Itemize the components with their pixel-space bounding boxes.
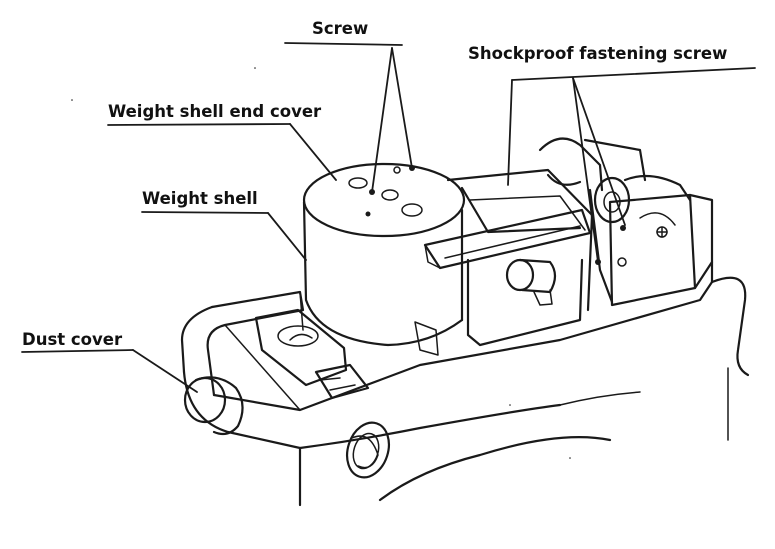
shockproof-screw-3	[595, 259, 601, 265]
lock-cylinder-body	[518, 258, 557, 294]
plate-screw-1-cross	[656, 226, 668, 238]
base-lower-front	[298, 403, 562, 450]
weight-frame	[414, 168, 594, 356]
end-cover-hole-1	[348, 177, 368, 189]
clamp-post	[588, 188, 614, 304]
label-dust-cover: Dust cover	[22, 330, 123, 349]
side-port	[346, 421, 390, 479]
clamp-curl	[546, 173, 582, 186]
speck	[254, 67, 256, 69]
label-screw: Screw	[312, 19, 368, 38]
base-inner-wall	[224, 324, 301, 411]
speck	[71, 99, 73, 101]
screw-head-1	[369, 189, 375, 195]
mount-plate-arc	[639, 212, 676, 226]
weight-shell-end-cover	[302, 162, 466, 238]
screw-head-2	[409, 165, 415, 171]
base-right-side	[710, 276, 750, 377]
leader-lines	[21, 42, 756, 393]
lever-arm-edge	[444, 225, 581, 259]
leader-screw-right	[391, 47, 413, 169]
weight-shell-body	[302, 200, 464, 347]
frame-foot-left	[414, 321, 439, 356]
clip-block-coil	[277, 325, 319, 347]
instrument-base	[180, 260, 750, 507]
base-left-post	[299, 291, 304, 331]
front-clip-block	[254, 308, 370, 400]
base-lower-right	[559, 391, 641, 406]
shockproof-mechanism	[538, 137, 714, 307]
clamp-top	[538, 137, 604, 192]
lever-arm-end	[424, 244, 441, 269]
end-cover-hole-2	[381, 189, 399, 201]
lock-cylinder-face	[505, 258, 535, 292]
leader-shockproof-left	[572, 77, 599, 263]
frame-foot-right	[533, 289, 553, 306]
shockproof-screw-1	[620, 225, 626, 231]
dust-cover-knob	[183, 376, 244, 436]
end-cover-hole-3	[401, 203, 423, 217]
base-left-outer	[180, 305, 214, 374]
leader-screw-underline	[284, 42, 403, 46]
lever-arm	[423, 208, 592, 270]
leader-end-cover-underline	[107, 123, 291, 126]
shockproof-screw-2	[617, 257, 627, 267]
side-port-coil	[351, 435, 379, 469]
clip-block-coil-inner	[289, 333, 313, 341]
label-weight-shell-end-cover: Weight shell end cover	[108, 102, 322, 121]
leader-weight-shell-pointer	[267, 212, 307, 261]
frame-rail	[469, 195, 586, 231]
clip-block-foot	[314, 363, 370, 400]
clip-block-body	[254, 308, 348, 387]
frame-top	[446, 168, 594, 312]
lever-arm-body	[423, 208, 592, 270]
base-lower-left	[182, 370, 302, 507]
leader-dust-cover-pointer	[132, 349, 198, 393]
speck	[569, 457, 571, 459]
label-weight-shell: Weight shell	[142, 189, 258, 208]
side-port-outer	[346, 421, 390, 479]
weight-shell	[302, 162, 466, 347]
clamp-bracket-top	[583, 138, 647, 182]
label-shockproof-fastening-screw: Shockproof fastening screw	[468, 44, 727, 63]
clamp-roller	[623, 174, 692, 202]
base-front-top-edge	[212, 280, 714, 412]
leader-weight-shell-underline	[141, 211, 269, 214]
leader-screw-left	[371, 47, 393, 193]
lock-cylinder	[505, 258, 557, 294]
leader-end-cover-pointer	[289, 123, 337, 181]
frame-inner-top	[460, 186, 582, 234]
leader-shockproof-underline	[511, 67, 756, 81]
leader-dust-cover-underline	[21, 349, 134, 353]
end-cover-hole-4	[393, 166, 401, 174]
clip-block-hatching	[319, 377, 356, 391]
base-lower-curve	[378, 436, 612, 502]
screw-head-3	[365, 211, 371, 217]
speck	[509, 404, 511, 406]
mount-plate-side	[688, 193, 714, 290]
frame-front-plate	[466, 258, 584, 347]
dust-cover-rim	[194, 376, 244, 436]
mount-plate	[608, 193, 697, 307]
leader-shockproof-drop	[507, 79, 513, 186]
